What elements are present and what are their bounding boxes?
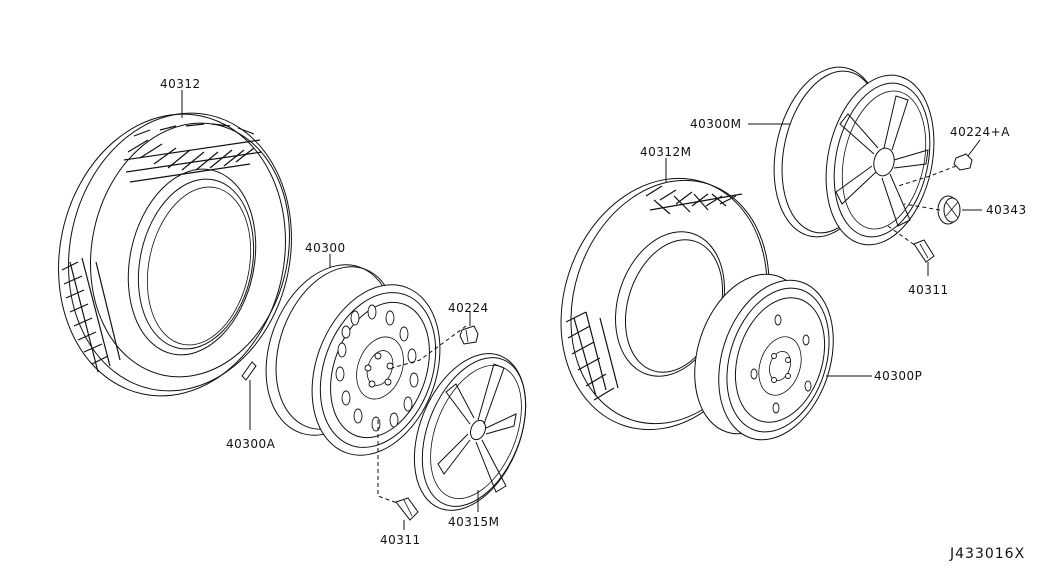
tire-left-tread-top (123, 123, 263, 183)
part-label-alloy-nut: 40224+A (950, 125, 1010, 139)
valve-left: 40311 (377, 420, 421, 547)
steel-wheel: 40300 (265, 241, 441, 456)
alloy-nut: 40224+A (897, 125, 1010, 187)
diagram-reference-code: J433016X (949, 546, 1025, 562)
spare-wheel-holes (750, 314, 812, 414)
steel-wheel-vent-holes (335, 304, 419, 432)
part-label-center-cap: 40343 (986, 203, 1027, 217)
part-label-valve-left: 40311 (380, 533, 421, 547)
tire-right-tread-side (565, 311, 619, 401)
center-cap: 40343 (903, 195, 1027, 225)
part-label-wheel-cover: 40315M (448, 515, 500, 529)
wheel-cover: 40315M (413, 353, 527, 529)
alloy-wheel-spokes (835, 95, 929, 227)
part-label-tire-right: 40312M (640, 145, 692, 159)
part-label-tire-left: 40312 (160, 77, 201, 91)
tire-left: 40312 (58, 77, 292, 397)
part-label-spare-wheel: 40300P (874, 369, 922, 383)
part-label-valve-right: 40311 (908, 283, 949, 297)
tire-left-tread-side (61, 257, 121, 373)
tire-right-tread-top (645, 185, 743, 215)
balance-weight: 40300A (226, 361, 276, 451)
wheel-nut: 40224 (391, 301, 489, 369)
alloy-wheel: 40300M (690, 66, 935, 246)
steel-wheel-lug-holes (364, 352, 394, 388)
part-label-wheel-nut: 40224 (448, 301, 489, 315)
valve-right: 40311 (887, 225, 949, 297)
part-label-steel-wheel: 40300 (305, 241, 346, 255)
part-label-alloy-wheel: 40300M (690, 117, 742, 131)
part-label-balance-weight: 40300A (226, 437, 276, 451)
spare-wheel: 40300P (694, 273, 922, 441)
wheel-cover-spokes (437, 363, 517, 493)
